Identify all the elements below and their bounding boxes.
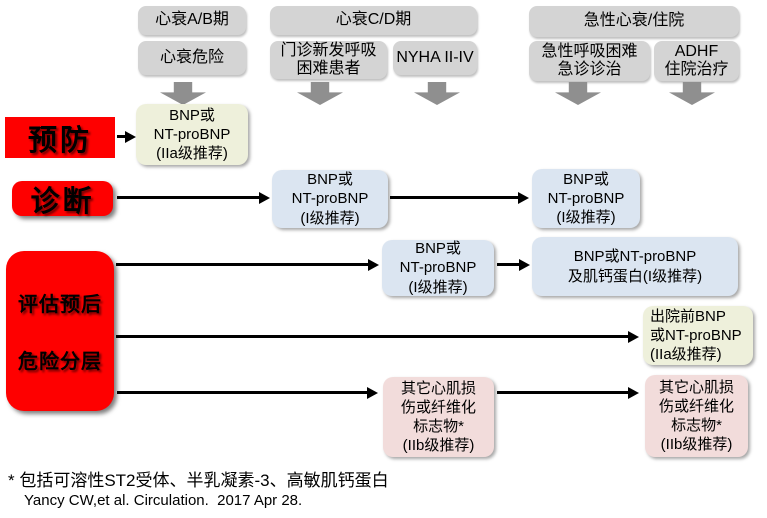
recommendation-box-prognosis-troponin: BNP或NT-proBNP 及肌钙蛋白(I级推荐) xyxy=(532,237,738,296)
flow-arrow-prevention xyxy=(117,135,125,138)
population-box-ed-dyspnea: 急性呼吸困难 急诊诊治 xyxy=(529,41,650,81)
flow-arrow-prognosis-2 xyxy=(497,263,519,266)
recommendation-box-diagnosis-bnp-1: BNP或 NT-proBNP (I级推荐) xyxy=(272,170,388,228)
stage-label-diagnosis: 诊断 xyxy=(12,181,113,218)
stage-box-acute-hf: 急性心衰/住院 xyxy=(529,6,739,37)
recommendation-box-prognosis-bnp: BNP或 NT-proBNP (I级推荐) xyxy=(382,240,494,296)
population-box-hf-risk: 心衰危险 xyxy=(138,41,246,75)
down-arrow-icon xyxy=(297,82,343,105)
population-box-nyha: NYHA II-IV xyxy=(393,41,477,75)
recommendation-box-other-markers-1: 其它心肌损 伤或纤维化 标志物* (IIb级推荐) xyxy=(383,377,494,457)
recommendation-box-other-markers-2: 其它心肌损 伤或纤维化 标志物* (IIb级推荐) xyxy=(645,375,748,457)
flow-arrow-other-markers-1 xyxy=(117,391,367,394)
assessment-line-prognosis: 评估预后 xyxy=(18,294,102,316)
population-box-outpatient-dyspnea: 门诊新发呼吸 困难患者 xyxy=(270,41,387,79)
stage-box-hf-ab: 心衰A/B期 xyxy=(138,6,246,35)
stage-box-hf-cd: 心衰C/D期 xyxy=(270,6,477,35)
recommendation-box-diagnosis-bnp-2: BNP或 NT-proBNP (I级推荐) xyxy=(532,169,640,228)
recommendation-box-predischarge-bnp: 出院前BNP 或NT-proBNP (IIa级推荐) xyxy=(643,306,753,365)
flow-arrow-other-markers-2 xyxy=(497,391,628,394)
flow-arrow-prognosis-1 xyxy=(116,263,368,266)
footnote-text: * 包括可溶性ST2受体、半乳凝素-3、高敏肌钙蛋白 xyxy=(8,471,389,490)
flow-arrow-diagnosis-1 xyxy=(117,196,259,199)
assessment-line-risk: 危险分层 xyxy=(18,351,102,373)
stage-label-assessment: 评估预后 危险分层 xyxy=(6,251,114,411)
stage-label-prevention: 预防 xyxy=(5,117,115,158)
flow-arrow-predischarge xyxy=(116,335,628,338)
down-arrow-icon xyxy=(555,82,601,105)
flow-arrow-diagnosis-2 xyxy=(390,196,518,199)
citation-text: Yancy CW,et al. Circulation. 2017 Apr 28… xyxy=(24,492,303,509)
down-arrow-icon xyxy=(414,82,460,105)
down-arrow-icon xyxy=(160,82,206,105)
population-box-adhf: ADHF 住院治疗 xyxy=(654,41,739,81)
down-arrow-icon xyxy=(669,82,715,105)
recommendation-box-prevention-bnp: BNP或 NT-proBNP (IIa级推荐) xyxy=(136,104,248,165)
